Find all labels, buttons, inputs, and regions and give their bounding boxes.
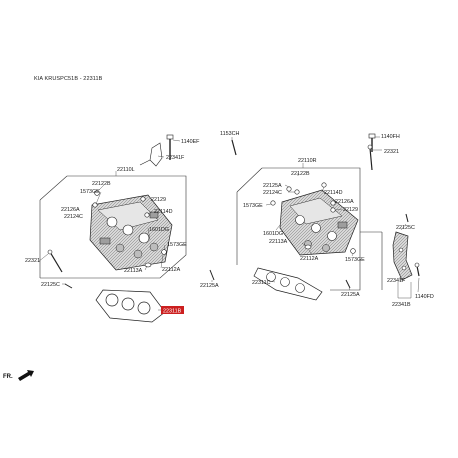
left-top-bolt <box>166 134 174 160</box>
left-stud-b <box>209 269 215 281</box>
front-label: FR. <box>3 374 13 380</box>
front-arrow-icon <box>18 370 34 381</box>
left-bracket <box>139 142 163 167</box>
label-22113A-right: 22113A <box>269 239 288 245</box>
highlighted-part-22311B[interactable]: 22311B <box>161 306 184 315</box>
label-22113A-left: 22113A <box>124 268 143 274</box>
left-head-gasket <box>95 289 166 323</box>
label-22125C-left: 22125C <box>41 282 60 288</box>
right-gasket-plug-2 <box>350 248 356 254</box>
label-22129-left: 22129 <box>151 197 166 203</box>
label-1573GE-right: 1573GE <box>243 203 263 209</box>
label-22112A-right: 22112A <box>300 256 319 262</box>
label-22112A-left: 22112A <box>162 267 181 273</box>
label-1573GE-left-2: 1573GE <box>167 242 187 248</box>
label-1573GE-right-2: 1573GE <box>345 257 365 263</box>
left-plug-e <box>144 212 150 218</box>
label-22122B-right: 22122B <box>291 171 310 177</box>
label-22114D-left: 22114D <box>154 209 173 215</box>
left-plug-b <box>140 196 146 202</box>
left-cylinder-head-group: 1140EF 22341F 22110L 22122B 1573GE 22129… <box>25 134 219 323</box>
diagram-title: KIA KRUSPC51B - 22311B <box>34 76 103 82</box>
label-22341B: 22341B <box>392 302 411 308</box>
label-22341F: 22341F <box>166 155 185 161</box>
label-22125C-right: 22125C <box>396 225 415 231</box>
label-1573GE-left: 1573GE <box>80 189 100 195</box>
label-1140FD: 1140FD <box>415 294 434 300</box>
label-22311C: 22311C <box>252 280 271 286</box>
label-22125A-right: 22125A <box>263 183 282 189</box>
right-bracket-asm-bracket <box>397 282 412 299</box>
label-1601DG-right: 1601DG <box>263 231 283 237</box>
right-seal <box>304 244 312 250</box>
right-pin <box>231 139 237 156</box>
label-22122B: 22122B <box>92 181 111 187</box>
label-22341F-right: 22341F <box>387 278 406 284</box>
right-head-gasket <box>253 267 323 301</box>
label-1601DG-left: 1601DG <box>149 227 169 233</box>
right-plug-c <box>321 182 327 188</box>
left-plug-a <box>94 190 100 196</box>
left-gasket-plug-2 <box>161 249 167 255</box>
right-short-bolt <box>414 262 420 277</box>
right-plug-b <box>294 189 300 195</box>
right-bracket <box>392 231 413 281</box>
right-top-bolt <box>368 133 376 152</box>
right-stud <box>405 213 409 223</box>
label-1140FH: 1140FH <box>381 134 400 140</box>
label-22126A-right: 22126A <box>335 199 354 205</box>
left-long-bolt <box>47 249 63 273</box>
label-22321-right: 22321 <box>384 149 399 155</box>
label-22125A-left: 22125A <box>200 283 219 289</box>
label-22129-right: 22129 <box>343 207 358 213</box>
label-22110L: 22110L <box>117 167 135 173</box>
label-22125A-right-2: 22125A <box>341 292 360 298</box>
right-cylinder-head <box>279 189 359 256</box>
left-group-frame <box>40 175 187 279</box>
right-group-frame <box>262 167 361 291</box>
left-cylinder-head <box>89 194 173 271</box>
label-22114D-right: 22114D <box>324 190 343 196</box>
right-stud-b <box>345 279 351 289</box>
right-cylinder-head-group: 1153CH 1140FH 22321 22110R 22125A 22124C… <box>220 131 434 308</box>
left-seal <box>144 262 152 268</box>
label-1140EF: 1140EF <box>181 139 200 145</box>
right-plug-a <box>286 186 292 192</box>
label-22321-left: 22321 <box>25 258 40 264</box>
right-plug-f <box>330 207 336 213</box>
label-22124C-right: 22124C <box>263 190 282 196</box>
label-22311B[interactable]: 22311B <box>163 309 182 315</box>
label-22110R: 22110R <box>298 158 317 164</box>
label-1153CH: 1153CH <box>220 131 239 137</box>
right-gasket-plug <box>270 200 276 206</box>
label-22124C-left: 22124C <box>64 214 83 220</box>
left-gasket-plug <box>92 202 98 208</box>
label-22126A-left: 22126A <box>61 207 80 213</box>
left-stud <box>64 283 73 289</box>
right-long-bolt <box>367 144 373 171</box>
